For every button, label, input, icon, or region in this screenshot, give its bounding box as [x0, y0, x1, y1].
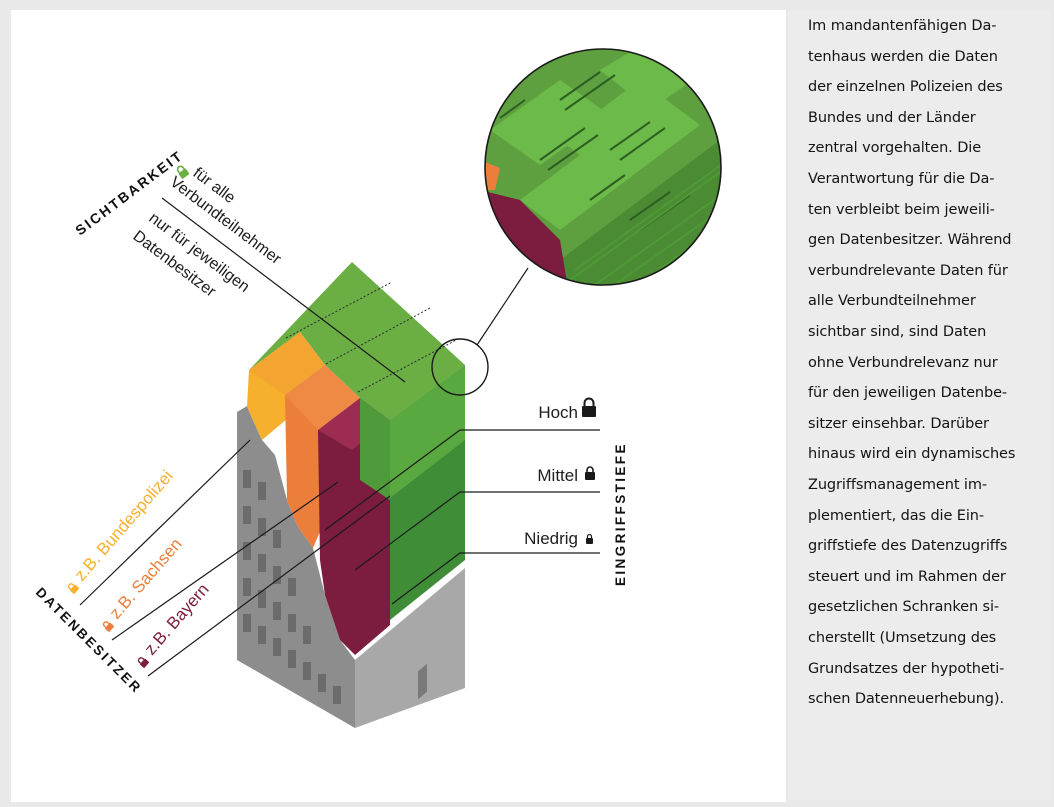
label-hoch: Hoch	[538, 403, 578, 422]
zoom-detail	[431, 48, 722, 396]
label-mittel: Mittel	[537, 466, 578, 485]
description-panel: Im mandantenfähigen Da-tenhaus werden di…	[788, 10, 1050, 800]
description-line: ohne Verbundrelevanz nur	[808, 354, 998, 371]
description-line: der einzelnen Polizeien des	[808, 79, 1003, 96]
label-niedrig: Niedrig	[524, 529, 578, 548]
description-line: zentral vorgehalten. Die	[808, 140, 982, 157]
lock-icon-niedrig	[586, 533, 593, 544]
lock-icon-bundespolizei	[67, 583, 79, 594]
description-line: Im mandantenfähigen Da-	[808, 18, 997, 34]
description-line: Grundsatzes der hypotheti-	[808, 660, 1005, 677]
building-left-facade	[237, 406, 355, 728]
description-line: für den jeweiligen Datenbe-	[808, 385, 1008, 402]
description-line: verbundrelevante Daten für	[808, 262, 1008, 279]
building-door	[418, 663, 427, 700]
block-green-top	[249, 262, 465, 420]
description-line: plementiert, das die Ein-	[808, 507, 985, 524]
description-line: ten verbleibt beim jeweili-	[808, 201, 995, 218]
eingriffstiefe-group: EINGRIFFSTIEFE Hoch Mittel Niedrig	[324, 397, 628, 605]
description-line: Zugriffsmanagement im-	[808, 477, 988, 493]
building	[237, 406, 465, 728]
description-line: hinaus wird ein dynamisches	[808, 446, 1016, 463]
description-line: schen Datenneuerhebung).	[808, 691, 1004, 708]
eingriffstiefe-title: EINGRIFFSTIEFE	[613, 442, 628, 586]
lock-icon-green	[176, 165, 190, 179]
building-windows	[243, 470, 341, 704]
lock-icon-sachsen	[102, 621, 114, 632]
description-line: alle Verbundteilnehmer	[808, 293, 976, 310]
datenhaus-diagram: SICHTBARKEIT für alle Verbundteilnehmer …	[11, 10, 786, 802]
description-line: steuert und im Rahmen der	[808, 568, 1006, 585]
description-line: tenhaus werden die Daten	[808, 48, 998, 65]
description-line: cherstellt (Umsetzung des	[808, 630, 997, 646]
lock-icon-bayern	[137, 657, 149, 668]
building-right-facade	[355, 568, 465, 728]
description-line: sichtbar sind, sind Daten	[808, 324, 987, 340]
description-line: Verantwortung für die Da-	[808, 171, 995, 187]
lock-icon-hoch	[582, 397, 596, 417]
data-blocks	[247, 262, 465, 655]
description-line: Bundes und der Länder	[808, 109, 976, 126]
description-line: griffstiefe des Datenzugriffs	[808, 538, 1008, 555]
description-line: gen Datenbesitzer. Während	[808, 232, 1012, 249]
description-line: gesetzlichen Schranken si-	[808, 599, 1000, 616]
lock-icon-mittel	[585, 466, 595, 480]
description-line: sitzer einsehbar. Darüber	[808, 415, 989, 432]
